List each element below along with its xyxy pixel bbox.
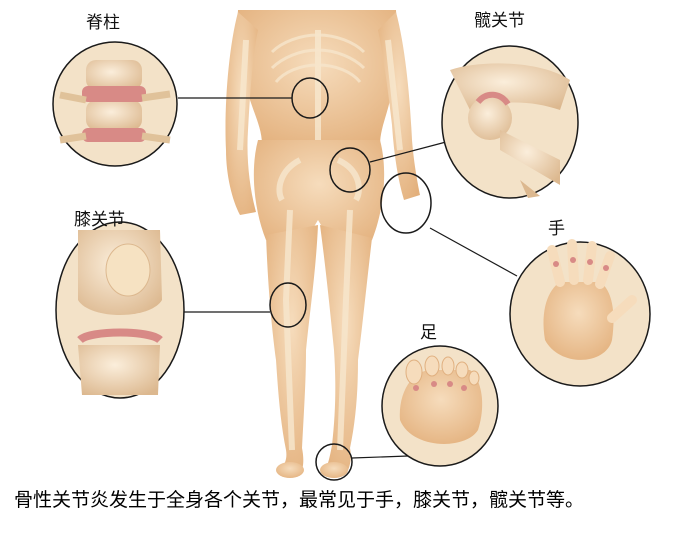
knee-inset (55, 221, 185, 399)
knee-joint-marker (269, 282, 307, 328)
hand-joint-marker (380, 172, 432, 234)
foot-connector (351, 455, 409, 459)
hip-joint-marker (329, 147, 371, 193)
human-body-figure (225, 10, 420, 478)
caption-text: 骨性关节炎发生于全身各个关节，最常见于手，膝关节，髋关节等。 (14, 489, 585, 511)
hand-label: 手 (548, 219, 565, 239)
spine-label: 脊柱 (86, 13, 120, 33)
hip-label: 髋关节 (474, 11, 525, 31)
spine-inset (52, 41, 178, 167)
knee-label: 膝关节 (74, 210, 125, 230)
foot-label: 足 (420, 323, 437, 343)
foot-inset (381, 345, 499, 467)
hip-connector (369, 141, 447, 163)
connector-lines (178, 97, 518, 459)
foot-joint-marker (315, 443, 353, 481)
hip-inset (441, 45, 579, 199)
body-joint-markers (269, 77, 432, 481)
hand-connector (429, 227, 518, 277)
hand-inset (509, 239, 651, 387)
